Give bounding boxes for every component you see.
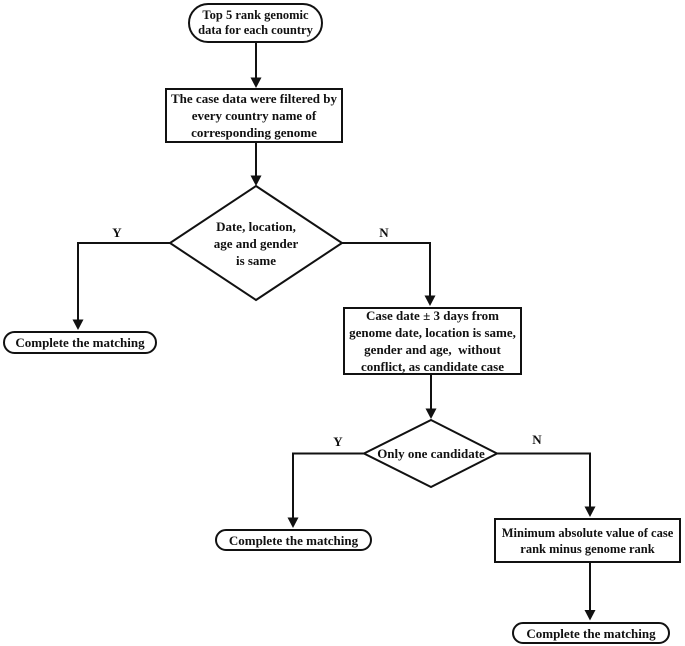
min-rank-process-node: Minimum absolute value of case rank minu… — [494, 518, 681, 563]
decision-candidate-no-label: N — [532, 432, 542, 447]
edge-decision-candidate-no — [497, 452, 596, 517]
min-rank-process-label: Minimum absolute value of case rank minu… — [501, 525, 674, 556]
complete-left-label: Complete the matching — [15, 335, 145, 350]
candidate-process-node: Case date ± 3 days from genome date, loc… — [343, 307, 522, 375]
edge-filter-to-decision-same — [250, 143, 262, 186]
filter-process-label: The case data were filtered by every cou… — [171, 91, 337, 140]
decision-candidate-shape — [361, 418, 500, 489]
complete-bottom-label: Complete the matching — [526, 625, 656, 641]
complete-bottom-node: Complete the matching — [512, 622, 670, 644]
decision-same-label: Date, location, age and gender is same — [213, 218, 299, 268]
start-node-label: Top 5 rank genomic data for each country — [198, 7, 313, 38]
decision-candidate-yes-label: Y — [333, 434, 343, 449]
decision-candidate-node: Only one candidate — [351, 444, 511, 463]
edge-decision-same-yes — [72, 242, 170, 330]
decision-same-shape — [168, 184, 344, 302]
decision-candidate-label: Only one candidate — [377, 446, 485, 461]
arrowhead-icon — [584, 506, 596, 517]
edge-candidate-to-decision-candidate — [425, 375, 437, 419]
complete-mid-node: Complete the matching — [215, 529, 372, 551]
arrowhead-icon — [287, 517, 299, 528]
decision-same-yes-label: Y — [112, 225, 122, 240]
edge-decision-same-no — [342, 242, 436, 306]
edge-minrank-to-complete — [584, 563, 596, 621]
arrowhead-icon — [424, 295, 436, 306]
edge-start-to-filter — [250, 42, 262, 88]
start-node: Top 5 rank genomic data for each country — [188, 3, 323, 43]
arrowhead-icon — [425, 408, 437, 419]
decision-same-no-label: N — [379, 225, 389, 240]
arrowhead-icon — [250, 175, 262, 186]
edge-decision-candidate-yes — [287, 452, 364, 528]
arrowhead-icon — [250, 77, 262, 88]
filter-process-node: The case data were filtered by every cou… — [165, 88, 343, 143]
arrowhead-icon — [584, 610, 596, 621]
candidate-process-label: Case date ± 3 days from genome date, loc… — [349, 308, 516, 374]
decision-same-node: Date, location, age and gender is same — [176, 217, 336, 269]
arrowhead-icon — [72, 319, 84, 330]
complete-left-node: Complete the matching — [3, 331, 157, 354]
complete-mid-label: Complete the matching — [228, 532, 359, 548]
